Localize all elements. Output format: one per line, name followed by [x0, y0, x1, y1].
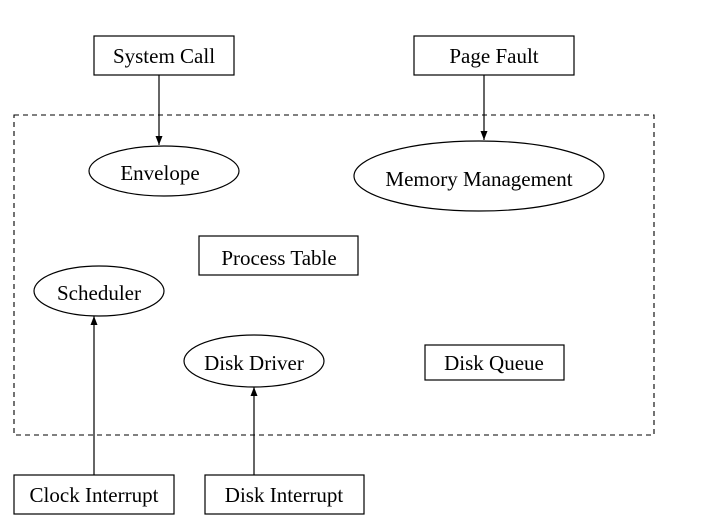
disk-queue-node: Disk Queue: [424, 344, 565, 381]
scheduler-label: Scheduler: [57, 281, 141, 305]
process-table-node: Process Table: [198, 235, 359, 276]
page-fault-label: Page Fault: [449, 44, 538, 68]
system-call-label: System Call: [113, 44, 215, 68]
disk-interrupt-node: Disk Interrupt: [204, 474, 365, 515]
process-table-label: Process Table: [221, 246, 336, 270]
memory-management-label: Memory Management: [385, 167, 572, 191]
system-call-node: System Call: [93, 35, 235, 76]
kernel-boundary: [13, 114, 655, 436]
envelope-node: Envelope: [88, 145, 240, 197]
disk-interrupt-label: Disk Interrupt: [225, 483, 344, 507]
clock-interrupt-node: Clock Interrupt: [13, 474, 175, 515]
disk-driver-label: Disk Driver: [204, 351, 304, 375]
envelope-label: Envelope: [120, 161, 199, 185]
memory-management-node: Memory Management: [353, 140, 605, 212]
clock-interrupt-label: Clock Interrupt: [30, 483, 159, 507]
page-fault-node: Page Fault: [413, 35, 575, 76]
disk-driver-node: Disk Driver: [183, 334, 325, 388]
scheduler-node: Scheduler: [33, 265, 165, 317]
disk-queue-label: Disk Queue: [444, 351, 544, 375]
